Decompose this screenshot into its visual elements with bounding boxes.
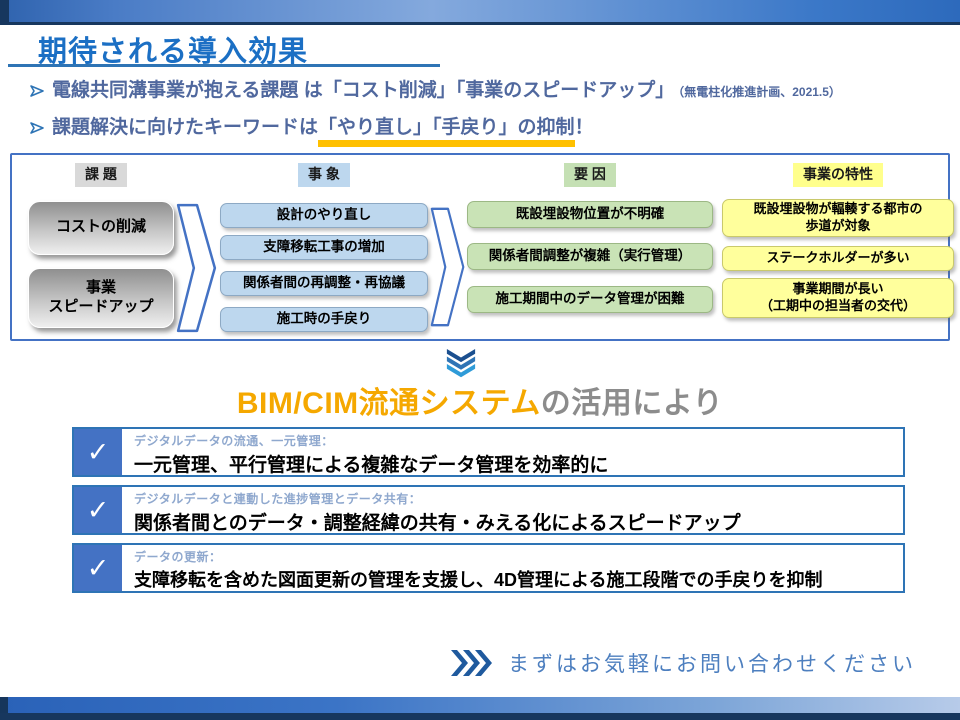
contact-cta: まずはお気軽にお問い合わせください bbox=[450, 648, 916, 678]
bullet-arrow-icon bbox=[30, 85, 44, 97]
benefit-row: ✓ デジタルデータと連動した進捗管理とデータ共有： 関係者間とのデータ・調整経緯… bbox=[72, 485, 905, 535]
benefit-body: デジタルデータの流通、一元管理： 一元管理、平行管理による複雑なデータ管理を効率… bbox=[122, 429, 620, 475]
top-gradient-bar bbox=[0, 0, 960, 25]
column-issues: 課 題 コストの削減 事業 スピードアップ bbox=[28, 163, 174, 328]
solution-heading: BIM/CIM流通システムの活用により bbox=[0, 378, 960, 422]
check-icon: ✓ bbox=[74, 487, 122, 533]
trait-box: 事業期間が長い （工期中の担当者の交代） bbox=[722, 277, 954, 318]
factor-box: 関係者間調整が複雑（実行管理） bbox=[467, 242, 713, 270]
event-box: 施工時の手戻り bbox=[220, 306, 428, 332]
issue-box: コストの削減 bbox=[28, 200, 174, 255]
title-underline bbox=[8, 64, 440, 67]
chevron-down-icon bbox=[446, 349, 476, 378]
trait-box: 既設埋設物が輻輳する都市の 歩道が対象 bbox=[722, 198, 954, 237]
benefit-label: デジタルデータと連動した進捗管理とデータ共有： bbox=[134, 492, 422, 506]
issue-factor-diagram: 課 題 コストの削減 事業 スピードアップ 事 象 設計のやり直し 支障移転工事… bbox=[10, 153, 954, 341]
bullet-2-post: ！ bbox=[574, 117, 594, 138]
event-box: 関係者間の再調整・再協議 bbox=[220, 270, 428, 296]
benefit-label: データの更新： bbox=[134, 550, 222, 564]
issue-box: 事業 スピードアップ bbox=[28, 267, 174, 328]
benefit-text: 一元管理、平行管理による複雑なデータ管理を効率的に bbox=[134, 455, 609, 475]
bullet-1-note: （無電柱化推進計画、2021.5） bbox=[678, 85, 841, 99]
bullet-1-text: 電線共同溝事業が抱える課題 は「コスト削減」「事業のスピードアップ」（無電柱化推… bbox=[52, 79, 841, 104]
benefit-row: ✓ デジタルデータの流通、一元管理： 一元管理、平行管理による複雑なデータ管理を… bbox=[72, 427, 905, 477]
bullet-2-highlight: 「やり直し」「手戻り」の抑制 bbox=[318, 117, 575, 147]
bottom-gradient-bar bbox=[0, 697, 960, 720]
check-icon: ✓ bbox=[74, 545, 122, 591]
benefit-text: 支障移転を含めた図面更新の管理を支援し、4D管理による施工段階での手戻りを抑制 bbox=[134, 570, 823, 590]
benefit-body: デジタルデータと連動した進捗管理とデータ共有： 関係者間とのデータ・調整経緯の共… bbox=[122, 487, 753, 533]
check-icon: ✓ bbox=[74, 429, 122, 475]
bullet-line-1: 電線共同溝事業が抱える課題 は「コスト削減」「事業のスピードアップ」（無電柱化推… bbox=[30, 79, 841, 104]
column-factors-header: 要 因 bbox=[564, 163, 616, 187]
column-traits: 事業の特性 既設埋設物が輻輳する都市の 歩道が対象 ステークホルダーが多い 事業… bbox=[722, 163, 954, 318]
benefit-row: ✓ データの更新： 支障移転を含めた図面更新の管理を支援し、4D管理による施工段… bbox=[72, 543, 905, 593]
benefit-label: デジタルデータの流通、一元管理： bbox=[134, 434, 334, 448]
column-issues-header: 課 題 bbox=[75, 163, 127, 187]
event-box: 支障移転工事の増加 bbox=[220, 234, 428, 260]
factor-box: 既設埋設物位置が不明確 bbox=[467, 200, 713, 228]
column-traits-header: 事業の特性 bbox=[793, 163, 883, 187]
benefit-body: データの更新： 支障移転を含めた図面更新の管理を支援し、4D管理による施工段階で… bbox=[122, 545, 834, 591]
chevron-right-icon bbox=[451, 650, 492, 676]
solution-heading-rest: の活用により bbox=[540, 387, 724, 420]
page-title: 期待される導入効果 bbox=[38, 36, 309, 68]
bullet-arrow-icon bbox=[30, 122, 44, 134]
solution-heading-highlight: BIM/CIM流通システム bbox=[236, 387, 541, 420]
flow-arrow-icon bbox=[430, 207, 465, 327]
factor-box: 施工期間中のデータ管理が困難 bbox=[467, 285, 713, 313]
column-factors: 要 因 既設埋設物位置が不明確 関係者間調整が複雑（実行管理） 施工期間中のデー… bbox=[467, 163, 713, 313]
bullet-line-2: 課題解決に向けたキーワードは「やり直し」「手戻り」の抑制！ bbox=[30, 116, 594, 147]
bullet-1-main: 電線共同溝事業が抱える課題 は「コスト削減」「事業のスピードアップ」 bbox=[52, 80, 675, 101]
benefit-text: 関係者間とのデータ・調整経緯の共有・みえる化によるスピードアップ bbox=[134, 513, 741, 533]
benefits-list: ✓ デジタルデータの流通、一元管理： 一元管理、平行管理による複雑なデータ管理を… bbox=[72, 427, 905, 601]
event-box: 設計のやり直し bbox=[220, 202, 428, 228]
column-events-header: 事 象 bbox=[298, 163, 350, 187]
bottom-bar-gradient bbox=[0, 697, 960, 713]
trait-box: ステークホルダーが多い bbox=[722, 245, 954, 271]
column-events: 事 象 設計のやり直し 支障移転工事の増加 関係者間の再調整・再協議 施工時の手… bbox=[220, 163, 428, 332]
contact-cta-text: まずはお気軽にお問い合わせください bbox=[508, 653, 916, 676]
bullet-2-text: 課題解決に向けたキーワードは「やり直し」「手戻り」の抑制！ bbox=[52, 116, 594, 147]
bullet-2-pre: 課題解決に向けたキーワードは bbox=[52, 117, 319, 138]
flow-arrow-icon bbox=[176, 203, 217, 333]
bottom-bar-navy-strip bbox=[0, 713, 960, 720]
